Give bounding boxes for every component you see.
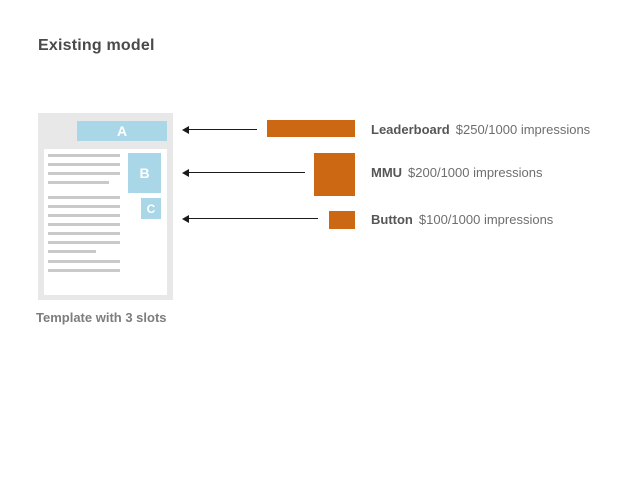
- arrow-line: [187, 172, 305, 173]
- ad-rate: $100/1000 impressions: [418, 212, 554, 227]
- text-line-placeholder: [48, 214, 120, 217]
- template-mockup: A B C: [38, 113, 173, 300]
- text-line-placeholder: [48, 196, 120, 199]
- ad-rate: $250/1000 impressions: [455, 122, 591, 137]
- arrow-left-icon: [182, 214, 318, 223]
- ad-name: Leaderboard: [371, 122, 450, 137]
- template-caption: Template with 3 slots: [36, 310, 167, 325]
- text-line-placeholder: [48, 232, 120, 235]
- slot-a: A: [77, 121, 167, 141]
- arrow-line: [187, 218, 318, 219]
- leaderboard-ad-swatch: [267, 120, 355, 137]
- button-ad-swatch: [329, 211, 355, 229]
- text-line-placeholder: [48, 163, 120, 166]
- mmu-ad-swatch: [314, 153, 355, 196]
- text-line-placeholder: [48, 205, 120, 208]
- legend-row-button: Button $100/1000 impressions: [371, 211, 553, 228]
- ad-name: MMU: [371, 165, 403, 180]
- text-line-placeholder: [48, 172, 120, 175]
- slot-c: C: [141, 198, 161, 219]
- ad-rate: $200/1000 impressions: [408, 165, 543, 180]
- page-title: Existing model: [38, 37, 155, 54]
- arrow-left-icon: [182, 125, 257, 134]
- legend-row-mmu: MMU $200/1000 impressions: [371, 164, 542, 181]
- text-line-placeholder: [48, 223, 120, 226]
- arrow-line: [187, 129, 257, 130]
- legend-row-leaderboard: Leaderboard $250/1000 impressions: [371, 121, 590, 138]
- text-line-placeholder: [48, 181, 109, 184]
- slot-c-letter: C: [146, 201, 156, 216]
- text-line-placeholder: [48, 260, 120, 263]
- text-line-placeholder: [48, 154, 120, 157]
- slot-a-letter: A: [116, 123, 128, 139]
- arrow-head-icon: [182, 169, 189, 177]
- arrow-head-icon: [182, 215, 189, 223]
- slot-b-letter: B: [139, 165, 150, 181]
- text-line-placeholder: [48, 269, 120, 272]
- text-line-placeholder: [48, 241, 120, 244]
- arrow-head-icon: [182, 126, 189, 134]
- slot-b: B: [128, 153, 161, 193]
- arrow-left-icon: [182, 168, 305, 177]
- ad-name: Button: [371, 212, 413, 227]
- text-line-placeholder: [48, 250, 96, 253]
